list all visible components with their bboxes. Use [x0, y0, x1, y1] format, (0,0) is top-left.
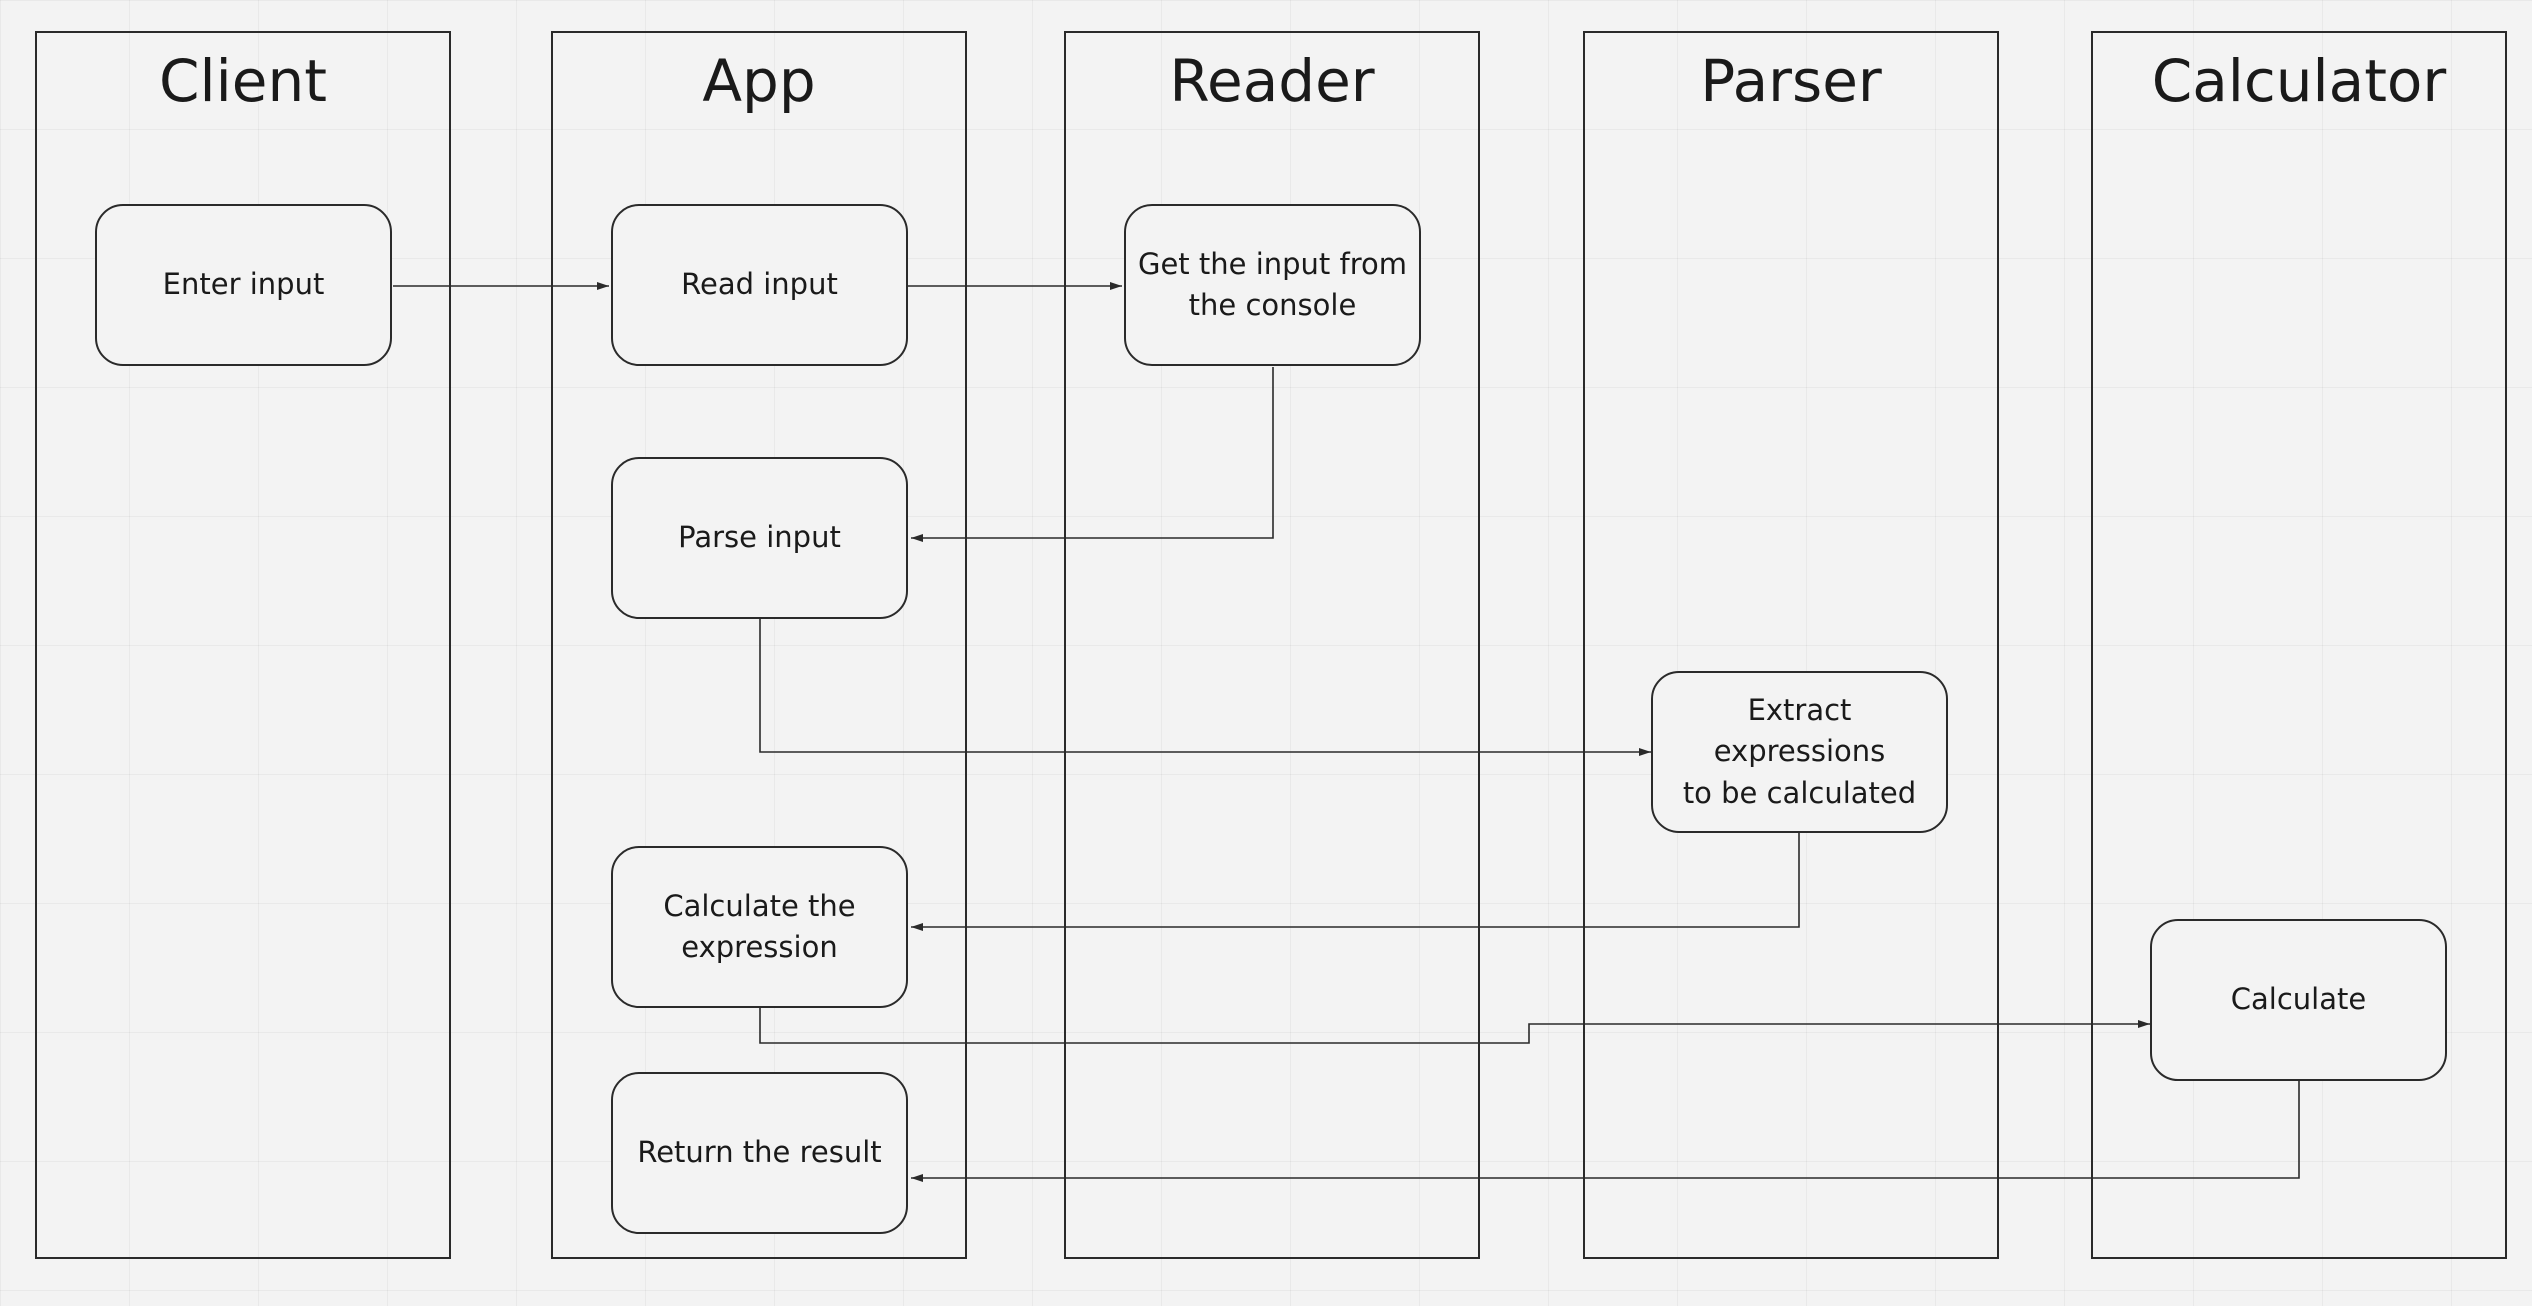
node-get-input-from-console[interactable]: Get the input from the console	[1124, 204, 1421, 366]
lane-client: Client	[35, 31, 451, 1259]
lane-title-reader: Reader	[1169, 47, 1375, 115]
node-label: Parse input	[678, 520, 841, 555]
node-label: Calculate the expression	[663, 888, 856, 964]
node-enter-input[interactable]: Enter input	[95, 204, 392, 366]
node-calculate[interactable]: Calculate	[2150, 919, 2447, 1081]
lane-title-calculator: Calculator	[2151, 47, 2447, 115]
node-extract-expressions[interactable]: Extract expressions to be calculated	[1651, 671, 1948, 833]
lane-title-parser: Parser	[1700, 47, 1882, 115]
lane-title-app: App	[702, 47, 816, 115]
lane-title-client: Client	[159, 47, 327, 115]
node-label: Calculate	[2230, 982, 2367, 1017]
node-return-result[interactable]: Return the result	[611, 1072, 908, 1234]
node-label: Return the result	[637, 1135, 882, 1170]
node-parse-input[interactable]: Parse input	[611, 457, 908, 619]
node-label: Get the input from the console	[1137, 246, 1407, 322]
node-label: Extract expressions to be calculated	[1682, 693, 1917, 810]
lane-calculator: Calculator	[2091, 31, 2507, 1259]
node-read-input[interactable]: Read input	[611, 204, 908, 366]
node-calculate-expression[interactable]: Calculate the expression	[611, 846, 908, 1008]
node-label: Read input	[681, 267, 838, 302]
lane-parser: Parser	[1583, 31, 1999, 1259]
node-label: Enter input	[162, 267, 325, 302]
